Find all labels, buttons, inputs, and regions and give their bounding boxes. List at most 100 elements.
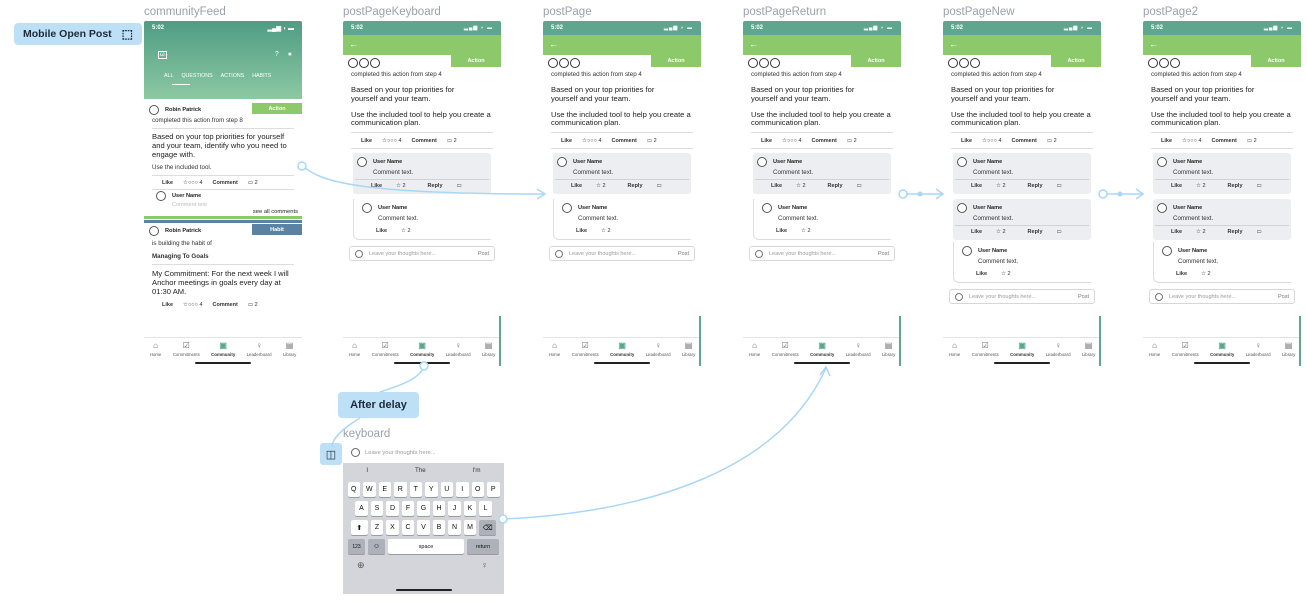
comment-input[interactable]: Leave your thoughts here...Post [549,246,695,262]
comment-like-button[interactable]: Like [371,183,383,190]
comment-like-button[interactable]: Like [776,228,788,235]
key-o[interactable]: O [471,482,484,497]
comment-block[interactable]: User Name Comment text. Like☆ 2 [953,242,1091,284]
tab-home[interactable]: ⌂Home [549,341,561,367]
comment-like-button[interactable]: Like [571,183,583,190]
suggestion[interactable]: The [415,467,426,474]
key-l[interactable]: L [479,501,492,516]
feed-card-action[interactable]: Action Robin Patrick completed this acti… [144,103,302,215]
key-e[interactable]: E [378,482,391,497]
trigger-badge[interactable]: Mobile Open Post ⬚ [14,23,142,45]
like-button[interactable]: Like [361,137,373,144]
like-button[interactable]: Like [162,179,174,186]
overlay-icon[interactable]: ◫ [320,443,342,465]
reply-button[interactable]: Reply [1027,229,1043,236]
comment-block[interactable]: User Name Comment text. Like☆ 2 [753,199,891,241]
comment-button[interactable]: Comment [212,302,238,309]
comment-like-button[interactable]: Like [971,229,983,236]
key-d[interactable]: D [386,501,399,516]
like-button[interactable]: Like [561,137,573,144]
see-all-comments-link[interactable]: see all comments [252,209,298,216]
key-j[interactable]: J [448,501,461,516]
help-icon[interactable]: ? [274,51,279,58]
comment-like-button[interactable]: Like [771,183,783,190]
keyboard-text-input[interactable]: Leave your thoughts here... [365,449,436,456]
like-button[interactable]: Like [761,137,773,144]
tab-commitments[interactable]: ☑Commitments [772,341,799,367]
after-delay-badge[interactable]: After delay [338,392,419,418]
comment-block[interactable]: User Name Comment text. Like☆ 2 [1153,242,1291,284]
key-h[interactable]: H [432,501,446,516]
comment-like-button[interactable]: Like [976,271,988,278]
delete-key[interactable]: ⌫ [479,520,497,535]
key-f[interactable]: F [401,501,415,516]
reply-button[interactable]: Reply [827,183,843,190]
tab-library[interactable]: ▤Library [682,341,695,367]
key-w[interactable]: W [363,482,376,497]
comment-like-button[interactable]: Like [1176,271,1188,278]
tab-leaderboard[interactable]: ♀Leaderboard [446,341,471,367]
key-x[interactable]: X [386,520,399,535]
tab-commitments[interactable]: ☑Commitments [972,341,999,367]
key-c[interactable]: C [401,520,415,535]
reply-button[interactable]: Reply [1227,183,1243,190]
back-arrow-icon[interactable]: ← [749,39,758,49]
post-button[interactable]: Post [1077,293,1089,300]
tab-home[interactable]: ⌂Home [949,341,961,367]
reply-button[interactable]: Reply [1027,183,1043,190]
key-u[interactable]: U [440,482,453,497]
key-q[interactable]: Q [347,482,360,497]
post-button[interactable]: Post [677,250,689,257]
feed-tab-questions[interactable]: QUESTIONS [181,73,213,79]
post-button[interactable]: Post [477,250,489,257]
tab-library[interactable]: ▤Library [1082,341,1095,367]
post-button[interactable]: Post [1277,293,1289,300]
key-p[interactable]: P [487,482,500,497]
comment-like-button[interactable]: Like [1171,183,1183,190]
back-arrow-icon[interactable]: ← [1149,39,1158,49]
feed-tab-all[interactable]: ALL [164,73,174,79]
key-z[interactable]: Z [370,520,384,535]
globe-icon[interactable]: ⊕ [357,560,365,570]
tab-leaderboard[interactable]: ♀Leaderboard [846,341,871,367]
tab-home[interactable]: ⌂Home [349,341,361,367]
comment-block[interactable]: User Name Comment text. Like☆ 2 [553,199,691,241]
key-s[interactable]: S [370,501,384,516]
key-t[interactable]: T [409,482,422,497]
tab-community[interactable]: ▣Community [810,341,834,367]
back-arrow-icon[interactable]: ← [949,39,958,49]
key-b[interactable]: B [432,520,446,535]
post-button[interactable]: Post [877,250,889,257]
tab-home[interactable]: ⌂Home [1149,341,1161,367]
key-y[interactable]: Y [425,482,438,497]
back-arrow-icon[interactable]: ← [349,39,358,49]
comment-button[interactable]: Comment [1011,137,1037,144]
key-n[interactable]: N [448,520,461,535]
like-button[interactable]: Like [961,137,973,144]
tab-community[interactable]: ▣Community [1010,341,1034,367]
tab-commitments[interactable]: ☑Commitments [1172,341,1199,367]
comment-input[interactable]: Leave your thoughts here...Post [1149,289,1295,305]
comment-input[interactable]: Leave your thoughts here...Post [949,289,1095,305]
feed-tab-habits[interactable]: HABITS [252,73,272,79]
back-arrow-icon[interactable]: ← [549,39,558,49]
comment-like-button[interactable]: Like [576,228,588,235]
like-button[interactable]: Like [1161,137,1173,144]
key-a[interactable]: A [355,501,368,516]
tab-community[interactable]: ▣Community [1210,341,1234,367]
feed-tab-actions[interactable]: ACTIONS [220,73,245,79]
comment-button[interactable]: Comment [212,179,238,186]
key-g[interactable]: G [417,501,430,516]
tab-library[interactable]: ▤Library [482,341,495,367]
comment-button[interactable]: Comment [611,137,637,144]
key-i[interactable]: I [456,482,469,497]
tab-community[interactable]: ▣Community [610,341,634,367]
tab-home[interactable]: ⌂Home [150,341,162,367]
numbers-key[interactable]: 123 [348,539,365,554]
reply-button[interactable]: Reply [1227,229,1243,236]
shift-key[interactable]: ⬆ [350,520,368,535]
